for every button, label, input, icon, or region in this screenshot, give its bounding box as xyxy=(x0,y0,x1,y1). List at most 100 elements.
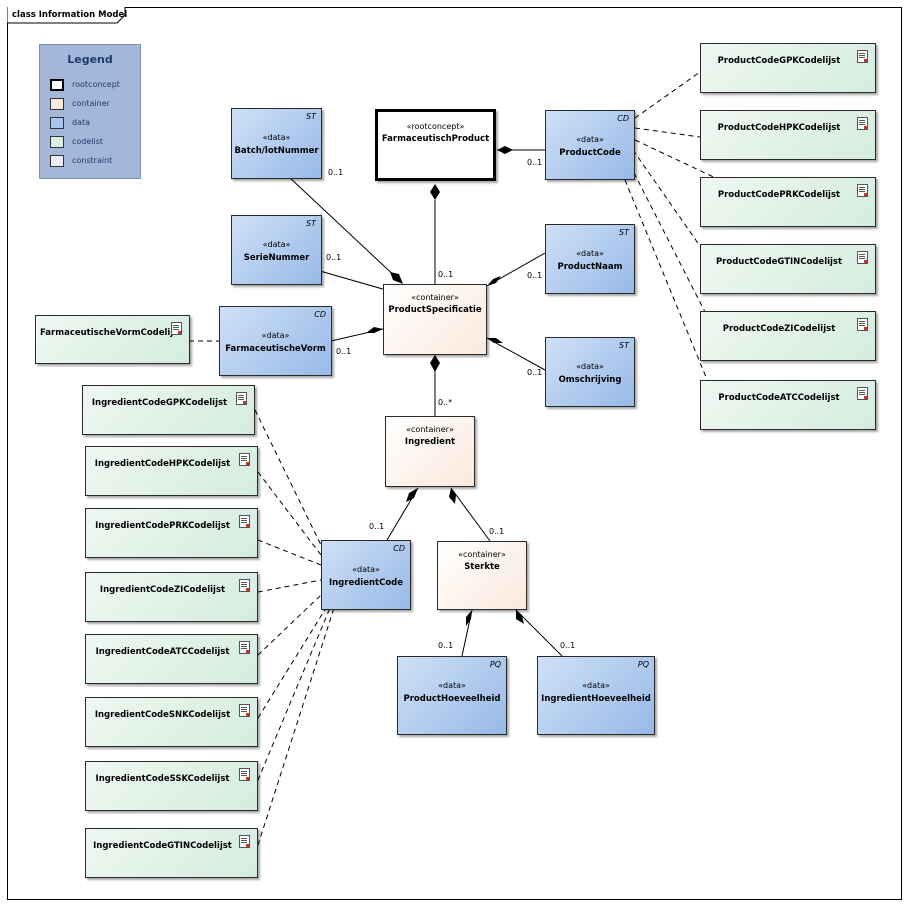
codelist-name: IngredientCodePRKCodelijst xyxy=(95,521,230,531)
diamond-ingredient xyxy=(430,355,440,372)
multiplicity-product-naam: 0..1 xyxy=(527,271,543,280)
codelist-farmaceutische-vorm[interactable]: FarmaceutischeVormCodelijst xyxy=(35,315,190,364)
codelist-name: ProductCodeGTINCodelijst xyxy=(715,257,843,267)
class-name: Sterkte xyxy=(464,562,500,572)
codelist-document-icon xyxy=(239,579,250,592)
datatype-tag: ST xyxy=(306,112,316,121)
edge-spec-batch xyxy=(288,176,401,282)
class-product-hoeveelheid[interactable]: PQ «data» ProductHoeveelheid xyxy=(397,656,507,735)
class-name: ProductNaam xyxy=(557,262,623,272)
class-ingredient-hoeveelheid[interactable]: PQ «data» IngredientHoeveelheid xyxy=(537,656,655,735)
codelist-product-gtin[interactable]: ProductCodeGTINCodelijst xyxy=(700,244,876,294)
stereotype-label: «rootconcept» xyxy=(406,122,465,131)
class-name: Omschrijving xyxy=(558,375,622,385)
codelist-ingredient-zi[interactable]: IngredientCodeZICodelijst xyxy=(85,572,258,622)
legend-label: rootconcept xyxy=(72,80,120,89)
class-name: IngredientCode xyxy=(328,578,404,588)
legend-swatch xyxy=(50,136,64,148)
codelist-product-gpk[interactable]: ProductCodeGPKCodelijst xyxy=(700,43,876,93)
link-productcode-gpk xyxy=(634,71,701,119)
stereotype-label: «data» xyxy=(352,565,380,574)
codelist-name: IngredientCodeHPKCodelijst xyxy=(94,459,231,469)
codelist-name: IngredientCodeGPKCodelijst xyxy=(91,398,228,408)
stereotype-label: «data» xyxy=(262,240,291,249)
codelist-ingredient-gtin[interactable]: IngredientCodeGTINCodelijst xyxy=(85,828,258,878)
edge-sterkte-ingredienthoeveelheid xyxy=(515,609,563,657)
codelist-name: FarmaceutischeVormCodelijst xyxy=(40,328,183,338)
class-ingredient[interactable]: «container» Ingredient xyxy=(385,416,475,487)
codelist-name: IngredientCodeATCCodelijst xyxy=(95,647,230,657)
legend-label: codelist xyxy=(72,137,104,146)
legend-swatch xyxy=(50,155,64,167)
codelist-document-icon xyxy=(857,387,868,400)
class-product-specificatie[interactable]: «container» ProductSpecificatie xyxy=(383,284,487,355)
multiplicity-ingredient: 0..* xyxy=(438,398,453,407)
codelist-document-icon xyxy=(171,322,182,335)
link-productcode-gtin xyxy=(632,149,701,247)
codelist-document-icon xyxy=(239,768,250,781)
codelist-document-icon xyxy=(857,117,868,130)
link-productcode-zi xyxy=(629,164,706,313)
diamond-vorm xyxy=(366,327,383,333)
codelist-name: ProductCodeATCCodelijst xyxy=(718,393,840,403)
multiplicity-sterkte: 0..1 xyxy=(489,527,505,536)
codelist-ingredient-snk[interactable]: IngredientCodeSNKCodelijst xyxy=(85,697,258,747)
codelist-ingredient-gpk[interactable]: IngredientCodeGPKCodelijst xyxy=(82,385,255,435)
datatype-tag: ST xyxy=(306,219,316,228)
link-ingredientcode-snk xyxy=(257,607,327,719)
legend-swatch xyxy=(50,79,64,91)
codelist-product-zi[interactable]: ProductCodeZICodelijst xyxy=(700,311,876,361)
legend-swatch xyxy=(50,117,64,129)
codelist-ingredient-ssk[interactable]: IngredientCodeSSKCodelijst xyxy=(85,761,258,811)
class-name: ProductCode xyxy=(559,148,621,158)
multiplicity-serie: 0..1 xyxy=(326,253,342,262)
codelist-product-hpk[interactable]: ProductCodeHPKCodelijst xyxy=(700,110,876,160)
datatype-tag: ST xyxy=(619,228,629,237)
link-ingredientcode-ssk xyxy=(257,607,331,781)
stereotype-label: «container» xyxy=(458,550,506,559)
link-productcode-atc xyxy=(624,179,709,383)
codelist-ingredient-hpk[interactable]: IngredientCodeHPKCodelijst xyxy=(85,446,258,496)
codelist-name: IngredientCodeZICodelijst xyxy=(99,585,226,595)
datatype-tag: ST xyxy=(619,341,629,350)
codelist-product-atc[interactable]: ProductCodeATCCodelijst xyxy=(700,380,876,430)
class-product-code[interactable]: CD «data» ProductCode xyxy=(545,110,635,180)
class-sterkte[interactable]: «container» Sterkte xyxy=(437,541,527,610)
datatype-tag: CD xyxy=(314,310,326,319)
codelist-name: ProductCodePRKCodelijst xyxy=(717,190,841,200)
multiplicity-omschrijving: 0..1 xyxy=(527,368,543,377)
datatype-tag: PQ xyxy=(489,660,501,669)
diamond-ingredienthoeveelheid xyxy=(516,610,524,624)
class-farmaceutische-vorm[interactable]: CD «data» FarmaceutischeVorm xyxy=(219,306,332,376)
link-productcode-hpk xyxy=(634,127,701,138)
class-ingredient-code[interactable]: CD «data» IngredientCode xyxy=(321,540,411,610)
class-farmaceutisch-product[interactable]: «rootconcept» FarmaceutischProduct xyxy=(375,109,496,181)
multiplicity-batch: 0..1 xyxy=(328,168,344,177)
class-name: FarmaceutischeVorm xyxy=(225,344,326,354)
codelist-document-icon xyxy=(857,251,868,264)
diamond-root xyxy=(430,184,440,200)
codelist-ingredient-atc[interactable]: IngredientCodeATCCodelijst xyxy=(85,634,258,684)
link-productcode-prk xyxy=(634,139,721,181)
class-product-naam[interactable]: ST «data» ProductNaam xyxy=(545,224,635,294)
codelist-document-icon xyxy=(239,453,250,466)
codelist-product-prk[interactable]: ProductCodePRKCodelijst xyxy=(700,177,876,227)
legend-label: container xyxy=(72,99,110,108)
codelist-name: IngredientCodeSNKCodelijst xyxy=(94,710,231,720)
multiplicity-product-hoeveelheid: 0..1 xyxy=(438,641,454,650)
legend: Legend rootconcept container data codeli… xyxy=(39,44,141,179)
diagram-frame xyxy=(7,7,902,900)
class-batch-lot-nummer[interactable]: ST «data» Batch/lotNummer xyxy=(231,108,322,179)
class-name: IngredientHoeveelheid xyxy=(541,694,651,704)
codelist-ingredient-prk[interactable]: IngredientCodePRKCodelijst xyxy=(85,508,258,558)
diamond-sterkte xyxy=(449,488,456,504)
codelist-document-icon xyxy=(857,184,868,197)
class-serie-nummer[interactable]: ST «data» SerieNummer xyxy=(231,215,322,285)
class-omschrijving[interactable]: ST «data» Omschrijving xyxy=(545,337,635,407)
legend-label: constraint xyxy=(72,156,113,165)
edge-ingredient-sterkte xyxy=(450,487,491,542)
frame-tab xyxy=(7,7,126,24)
legend-label: data xyxy=(72,118,91,127)
stereotype-label: «data» xyxy=(438,681,466,690)
legend-swatch xyxy=(50,98,64,110)
